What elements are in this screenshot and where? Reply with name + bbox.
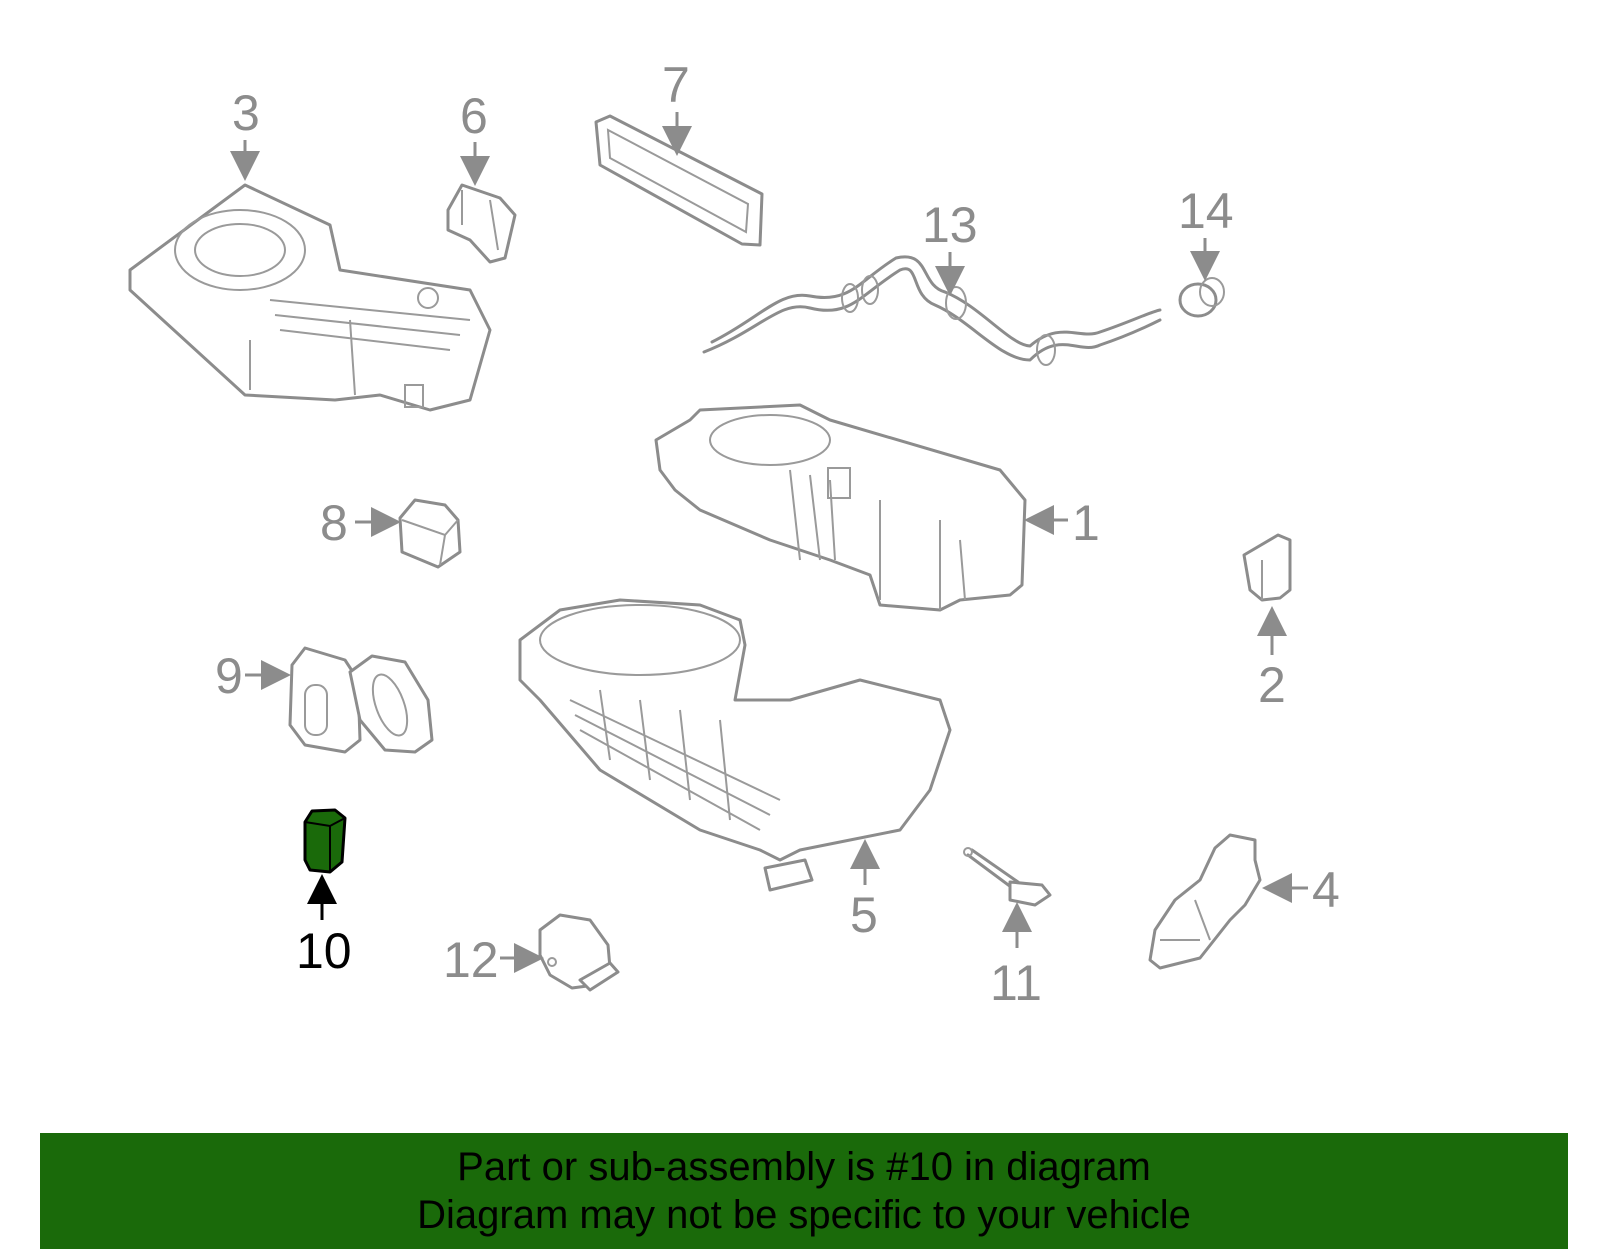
part-14-clip xyxy=(1178,277,1225,318)
parts-diagram: 3 6 7 13 14 1 8 2 9 5 10 12 11 4 xyxy=(128,57,1340,1011)
banner-line-1: Part or sub-assembly is #10 in diagram xyxy=(457,1145,1151,1189)
part-4-bracket xyxy=(1148,833,1262,970)
part-12-actuator xyxy=(538,913,620,992)
callout-11: 11 xyxy=(990,955,1042,1011)
callout-10: 10 xyxy=(296,923,352,979)
callout-2: 2 xyxy=(1258,657,1286,713)
callout-8: 8 xyxy=(320,495,348,551)
part-2-sensor xyxy=(1242,533,1292,602)
part-9-seals xyxy=(288,646,434,754)
part-3-upper-housing xyxy=(128,183,492,412)
callout-14: 14 xyxy=(1178,183,1234,239)
callout-6: 6 xyxy=(460,88,488,144)
part-13-hose xyxy=(702,255,1162,366)
part-7-air-filter xyxy=(594,114,764,247)
callout-5: 5 xyxy=(850,887,878,943)
callout-7: 7 xyxy=(662,57,690,113)
part-6-sensor xyxy=(446,183,517,264)
callout-13: 13 xyxy=(922,197,978,253)
info-banner: Part or sub-assembly is #10 in diagram D… xyxy=(40,1133,1568,1249)
part-1-case xyxy=(654,403,1027,612)
part-11-sensor-probe xyxy=(963,847,1052,907)
part-8-relay xyxy=(398,498,462,569)
part-10-highlighted xyxy=(303,808,347,874)
callout-12: 12 xyxy=(443,932,499,988)
banner-line-2: Diagram may not be specific to your vehi… xyxy=(417,1193,1191,1237)
part-5-lower-case xyxy=(518,598,952,892)
callout-9: 9 xyxy=(215,648,243,704)
callout-1: 1 xyxy=(1072,495,1100,551)
callout-3: 3 xyxy=(232,85,260,141)
callout-4: 4 xyxy=(1312,862,1340,918)
